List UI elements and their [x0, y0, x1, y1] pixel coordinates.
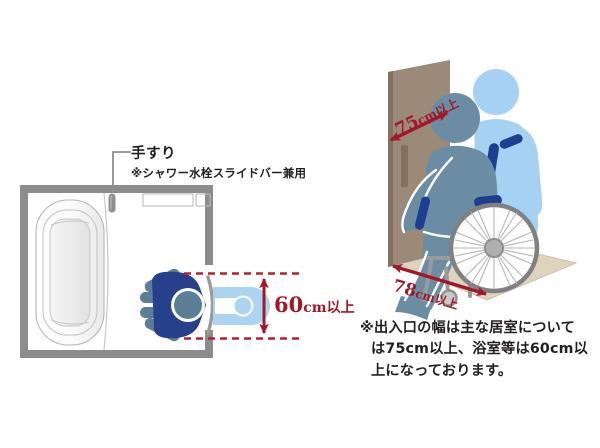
dimension-label-60: 60cm以上 — [274, 292, 355, 317]
dimension-extension-lines — [184, 272, 300, 340]
door-handle — [401, 145, 408, 187]
door-arc — [206, 275, 215, 335]
sliding-door-panel — [213, 287, 270, 325]
dimension-arrow-78 — [392, 264, 487, 296]
grab-bar — [108, 193, 116, 213]
wall — [20, 185, 213, 358]
wheel-spoked — [448, 202, 540, 294]
dimension-60-unit: cm — [303, 300, 327, 316]
callout-note: ※シャワー水栓スライドバー兼用 — [131, 166, 307, 181]
dimension-60-value: 60 — [274, 292, 304, 317]
caption-line-1: ※出入口の幅は主な居室について — [360, 320, 575, 336]
perspective-view-group — [388, 60, 578, 320]
figure-caption: ※出入口の幅は主な居室について は75cm以上、浴室等は60cm以 上になってお… — [360, 318, 598, 382]
caption-line-2: は75cm以上、浴室等は60cm以 — [371, 341, 588, 358]
head — [174, 291, 202, 319]
counter — [142, 193, 211, 207]
dimension-60-qualifier: 以上 — [326, 300, 355, 316]
tub-apron-line — [103, 192, 109, 350]
bathroom-plan-group — [20, 151, 300, 358]
wheelchair-user-top-view — [140, 268, 206, 342]
callout-leader-line — [112, 151, 131, 193]
dimension-arrow-75 — [390, 111, 448, 142]
grab-bar-callout: 手すり ※シャワー水栓スライドバー兼用 — [131, 145, 341, 181]
callout-title: 手すり — [131, 146, 176, 162]
caption-line-3: 上になっております。 — [371, 362, 513, 379]
bathtub — [35, 199, 105, 346]
door-panel-edge — [388, 71, 393, 267]
